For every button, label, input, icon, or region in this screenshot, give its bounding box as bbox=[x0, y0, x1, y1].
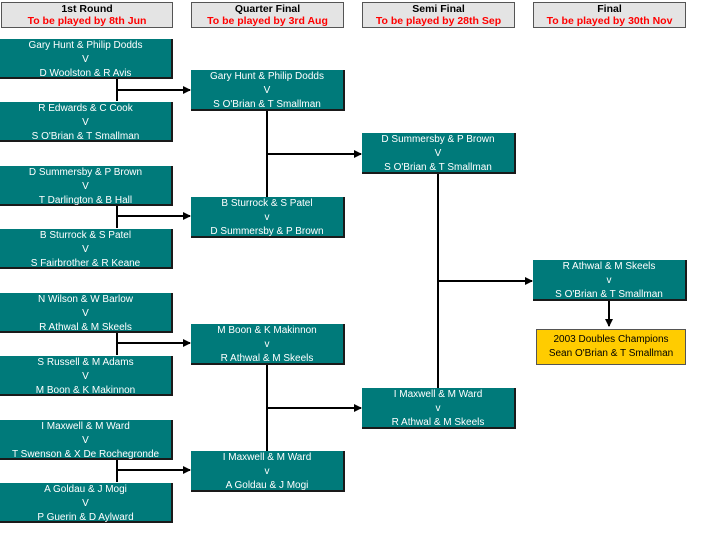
team-b: D Woolston & R Avis bbox=[39, 68, 132, 79]
sf-match-1: D Summersby & P Brown V S O'Brian & T Sm… bbox=[362, 133, 516, 174]
versus: V bbox=[82, 181, 89, 192]
team-b: T Darlington & B Hall bbox=[38, 195, 133, 206]
qf-match-4: I Maxwell & M Ward v A Goldau & J Mogi bbox=[191, 451, 345, 492]
round-title: Final bbox=[597, 3, 622, 15]
team-b: A Goldau & J Mogi bbox=[225, 480, 309, 491]
round-title: 1st Round bbox=[61, 3, 113, 15]
versus: v bbox=[606, 275, 612, 286]
header-final: Final To be played by 30th Nov bbox=[533, 2, 686, 28]
header-semi-final: Semi Final To be played by 28th Sep bbox=[362, 2, 515, 28]
team-b: S O'Brian & T Smallman bbox=[31, 131, 140, 142]
r1-match-7: I Maxwell & M Ward V T Swenson & X De Ro… bbox=[0, 420, 173, 460]
versus: V bbox=[82, 371, 89, 382]
team-a: B Sturrock & S Patel bbox=[221, 198, 313, 209]
team-a: Gary Hunt & Philip Dodds bbox=[210, 71, 324, 82]
round-deadline: To be played by 3rd Aug bbox=[207, 15, 328, 27]
r1-match-3: D Summersby & P Brown V T Darlington & B… bbox=[0, 166, 173, 206]
team-a: I Maxwell & M Ward bbox=[222, 452, 312, 463]
versus: V bbox=[263, 85, 271, 96]
header-1st-round: 1st Round To be played by 8th Jun bbox=[1, 2, 173, 28]
r1-match-8: A Goldau & J Mogi V P Guerin & D Aylward bbox=[0, 483, 173, 523]
versus: V bbox=[82, 308, 89, 319]
r1-match-4: B Sturrock & S Patel V S Fairbrother & R… bbox=[0, 229, 173, 269]
team-b: S Fairbrother & R Keane bbox=[30, 258, 141, 269]
team-a: D Summersby & P Brown bbox=[28, 167, 143, 178]
qf-match-2: B Sturrock & S Patel v D Summersby & P B… bbox=[191, 197, 345, 238]
team-a: M Boon & K Makinnon bbox=[217, 325, 317, 336]
team-a: I Maxwell & M Ward bbox=[41, 421, 130, 432]
versus: V bbox=[434, 148, 442, 159]
round-deadline: To be played by 30th Nov bbox=[546, 15, 673, 27]
round-title: Semi Final bbox=[412, 3, 465, 15]
round-title: Quarter Final bbox=[234, 3, 301, 15]
versus: v bbox=[264, 466, 270, 477]
round-deadline: To be played by 28th Sep bbox=[375, 15, 502, 27]
r1-match-5: N Wilson & W Barlow V R Athwal & M Skeel… bbox=[0, 293, 173, 333]
qf-match-1: Gary Hunt & Philip Dodds V S O'Brian & T… bbox=[191, 70, 345, 111]
team-a: I Maxwell & M Ward bbox=[393, 389, 483, 400]
team-b: R Athwal & M Skeels bbox=[391, 417, 485, 428]
versus: v bbox=[435, 403, 441, 414]
champions-names: Sean O'Brian & T Smallman bbox=[548, 348, 674, 359]
versus: V bbox=[82, 498, 89, 509]
versus: V bbox=[82, 244, 89, 255]
team-b: M Boon & K Makinnon bbox=[35, 385, 136, 396]
team-a: R Athwal & M Skeels bbox=[562, 261, 656, 272]
team-b: R Athwal & M Skeels bbox=[220, 353, 314, 364]
header-quarter-final: Quarter Final To be played by 3rd Aug bbox=[191, 2, 344, 28]
team-b: T Swenson & X De Rochegronde bbox=[11, 449, 160, 460]
champions-title: 2003 Doubles Champions bbox=[553, 334, 669, 345]
team-a: N Wilson & W Barlow bbox=[37, 294, 133, 305]
r1-match-6: S Russell & M Adams V M Boon & K Makinno… bbox=[0, 356, 173, 396]
versus: V bbox=[82, 54, 89, 65]
round-deadline: To be played by 8th Jun bbox=[27, 15, 147, 27]
team-b: S O'Brian & T Smallman bbox=[384, 162, 492, 173]
team-b: D Summersby & P Brown bbox=[210, 226, 324, 237]
team-b: S O'Brian & T Smallman bbox=[555, 289, 663, 300]
versus: v bbox=[264, 212, 270, 223]
versus: V bbox=[82, 435, 89, 446]
team-b: P Guerin & D Aylward bbox=[37, 512, 134, 523]
team-a: Gary Hunt & Philip Dodds bbox=[28, 40, 143, 51]
team-a: B Sturrock & S Patel bbox=[39, 230, 132, 241]
qf-match-3: M Boon & K Makinnon v R Athwal & M Skeel… bbox=[191, 324, 345, 365]
sf-match-2: I Maxwell & M Ward v R Athwal & M Skeels bbox=[362, 388, 516, 429]
team-a: D Summersby & P Brown bbox=[381, 134, 495, 145]
team-a: S Russell & M Adams bbox=[37, 357, 134, 368]
team-a: A Goldau & J Mogi bbox=[44, 484, 127, 495]
champions-box: 2003 Doubles Champions Sean O'Brian & T … bbox=[536, 329, 686, 365]
r1-match-1: Gary Hunt & Philip Dodds V D Woolston & … bbox=[0, 39, 173, 79]
versus: v bbox=[264, 339, 270, 350]
team-a: R Edwards & C Cook bbox=[38, 103, 133, 114]
r1-match-2: R Edwards & C Cook V S O'Brian & T Small… bbox=[0, 102, 173, 142]
team-b: R Athwal & M Skeels bbox=[39, 322, 132, 333]
team-b: S O'Brian & T Smallman bbox=[213, 99, 321, 110]
versus: V bbox=[82, 117, 89, 128]
final-match: R Athwal & M Skeels v S O'Brian & T Smal… bbox=[533, 260, 687, 301]
